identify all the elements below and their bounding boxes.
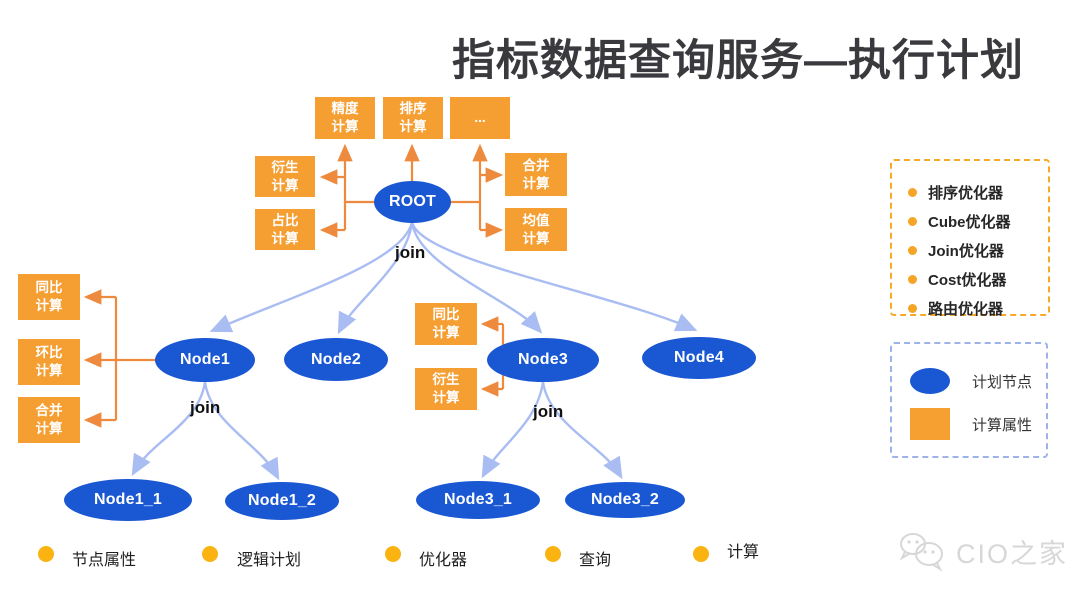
node-1: Node1 [155, 338, 255, 382]
attr-box-avg-calc: 均值 计算 [505, 208, 567, 251]
page-title: 指标数据查询服务—执行计划 [452, 37, 1024, 85]
optimizer-label: Join优化器 [928, 243, 1004, 260]
attr-box-precision-calc: 精度 计算 [315, 97, 375, 139]
bullet-icon [908, 304, 917, 313]
join-label-node3: join [533, 402, 564, 421]
attr-box-more: ... [450, 97, 510, 139]
node-3-1: Node3_1 [416, 481, 540, 519]
legend-row-calc-attr: 计算属性 [910, 408, 1032, 440]
attr-box-node3-yoy-calc: 同比 计算 [415, 303, 477, 345]
bullet-icon [908, 217, 917, 226]
node-3: Node3 [487, 338, 599, 382]
join-label-node1: join [190, 398, 221, 417]
optimizer-item: 排序优化器 [908, 178, 1048, 207]
bullet-icon [38, 546, 54, 562]
bottom-legend-label: 查询 [579, 552, 612, 569]
attr-box-merge-calc: 合并 计算 [505, 153, 567, 196]
attr-box-ratio-calc: 占比 计算 [255, 209, 315, 250]
bullet-icon [202, 546, 218, 562]
watermark-text: CIO之家 [956, 538, 1069, 569]
node-1-1: Node1_1 [64, 479, 192, 521]
attr-box-derive-calc: 衍生 计算 [255, 156, 315, 197]
node3-child-edges [481, 381, 623, 480]
optimizer-label: 路由优化器 [928, 301, 1004, 318]
bullet-icon [908, 188, 917, 197]
legend-row-plan-node: 计划节点 [910, 368, 1032, 394]
legend-panel: 计划节点 计算属性 [890, 342, 1048, 458]
bullet-icon [908, 246, 917, 255]
bottom-legend-label: 优化器 [419, 552, 468, 569]
optimizer-label: Cost优化器 [928, 272, 1007, 289]
watermark: CIO之家 [896, 530, 1068, 572]
plan-node-swatch [910, 368, 950, 394]
node-root: ROOT [374, 181, 451, 223]
node1-child-edges [131, 381, 280, 481]
legend-label: 计算属性 [972, 416, 1033, 434]
bullet-icon [908, 275, 917, 284]
legend-label: 计划节点 [972, 373, 1033, 391]
attr-box-sort-calc: 排序 计算 [383, 97, 443, 139]
bullet-icon [545, 546, 561, 562]
optimizer-item: Join优化器 [908, 236, 1048, 265]
join-label-root: join [395, 243, 426, 262]
root-node-edges [209, 221, 698, 335]
optimizer-panel: 排序优化器 Cube优化器 Join优化器 Cost优化器 路由优化器 [890, 159, 1050, 318]
optimizer-item: Cube优化器 [908, 207, 1048, 236]
node-2: Node2 [284, 338, 388, 381]
bullet-icon [693, 546, 709, 562]
calc-attr-swatch [910, 408, 950, 440]
node-4: Node4 [642, 337, 756, 379]
attr-box-node1-mom-calc: 环比 计算 [18, 339, 80, 385]
bullet-icon [385, 546, 401, 562]
optimizer-item: Cost优化器 [908, 265, 1048, 294]
node-3-2: Node3_2 [565, 482, 685, 518]
node1-attr-connectors [83, 289, 158, 428]
bottom-legend-label: 计算 [727, 544, 760, 561]
optimizer-label: 排序优化器 [928, 185, 1004, 202]
bottom-legend-label: 逻辑计划 [237, 552, 302, 569]
attr-box-node1-merge-calc: 合并 计算 [18, 397, 80, 443]
attr-box-node3-derive-calc: 衍生 计算 [415, 368, 477, 410]
wechat-icon [899, 533, 943, 572]
bottom-legend-label: 节点属性 [72, 552, 137, 569]
attr-box-node1-yoy-calc: 同比 计算 [18, 274, 80, 320]
optimizer-label: Cube优化器 [928, 214, 1011, 231]
root-attr-connectors [319, 143, 504, 238]
node-1-2: Node1_2 [225, 482, 339, 520]
optimizer-item: 路由优化器 [908, 294, 1048, 323]
